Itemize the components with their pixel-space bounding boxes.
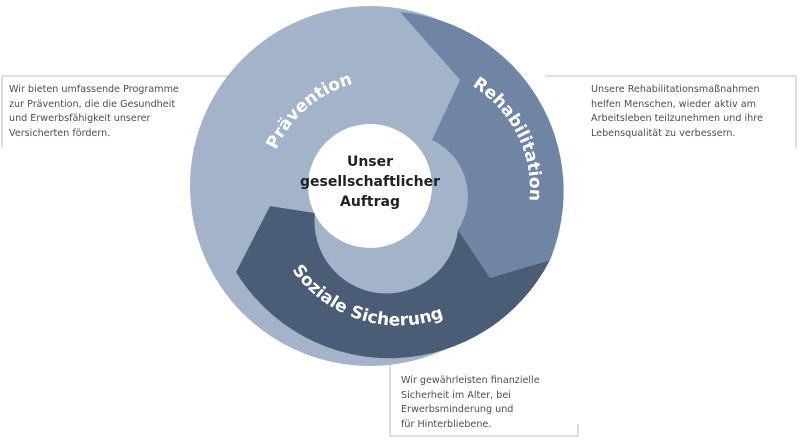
center-circle [308, 124, 432, 248]
connector-soziale-sicherung [389, 356, 579, 437]
segment-rehabilitation [400, 12, 564, 278]
segment-soziale-sicherung [236, 206, 550, 359]
segment-praevention [217, 11, 460, 273]
callout-soziale-sicherung: Wir gewährleisten finanzielle Sicherheit… [401, 375, 540, 430]
callout-rehabilitation: Unsere Rehabilitationsmaßnahmen helfen M… [591, 84, 763, 139]
callout-praevention: Wir bieten umfassende Programme zur Präv… [9, 84, 179, 139]
center-title: Unser gesellschaftlicher Auftrag [300, 154, 441, 210]
